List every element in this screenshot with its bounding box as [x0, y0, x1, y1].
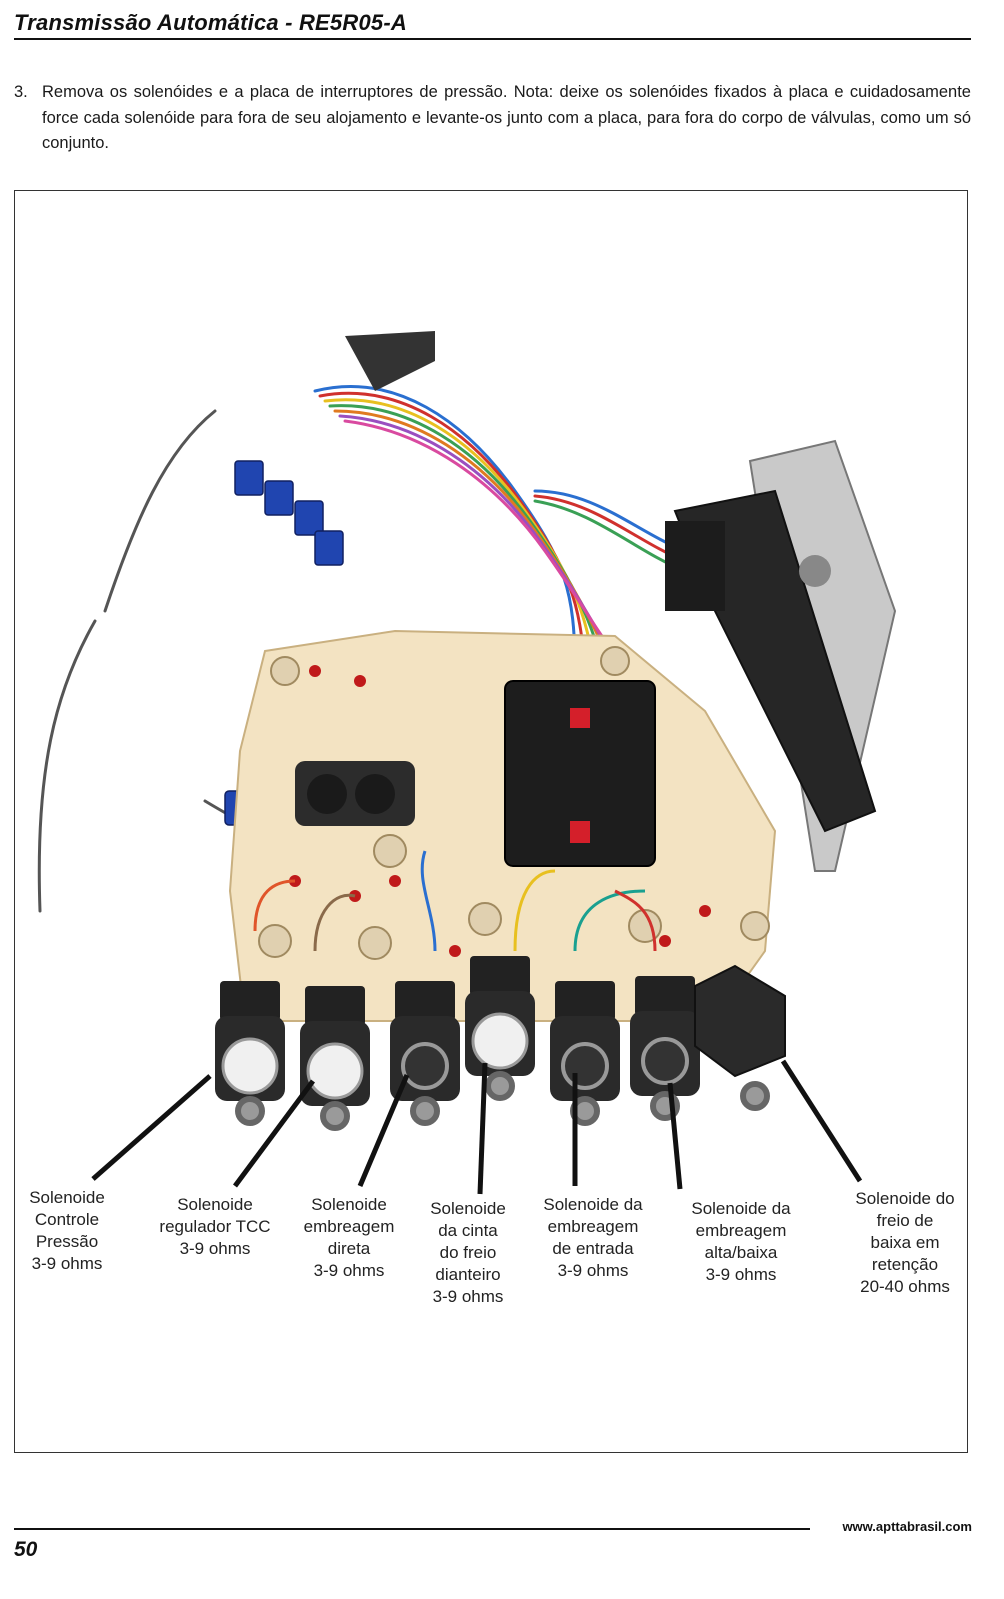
solenoid-assembly-illustration — [37, 331, 897, 1195]
instruction-step: 3. Remova os solenóides e a placa de int… — [14, 80, 971, 157]
solenoid-row — [215, 956, 786, 1131]
step-text: Remova os solenóides e a placa de interr… — [42, 83, 971, 152]
page-number: 50 — [14, 1538, 38, 1561]
leader-lines — [91, 1059, 863, 1195]
header-rule — [14, 38, 971, 40]
site-url[interactable]: www.apttabrasil.com — [842, 1519, 972, 1534]
footer-rule — [14, 1528, 810, 1530]
header-title: Transmissão Automática - RE5R05-A — [14, 10, 407, 35]
step-number: 3. — [14, 83, 28, 101]
